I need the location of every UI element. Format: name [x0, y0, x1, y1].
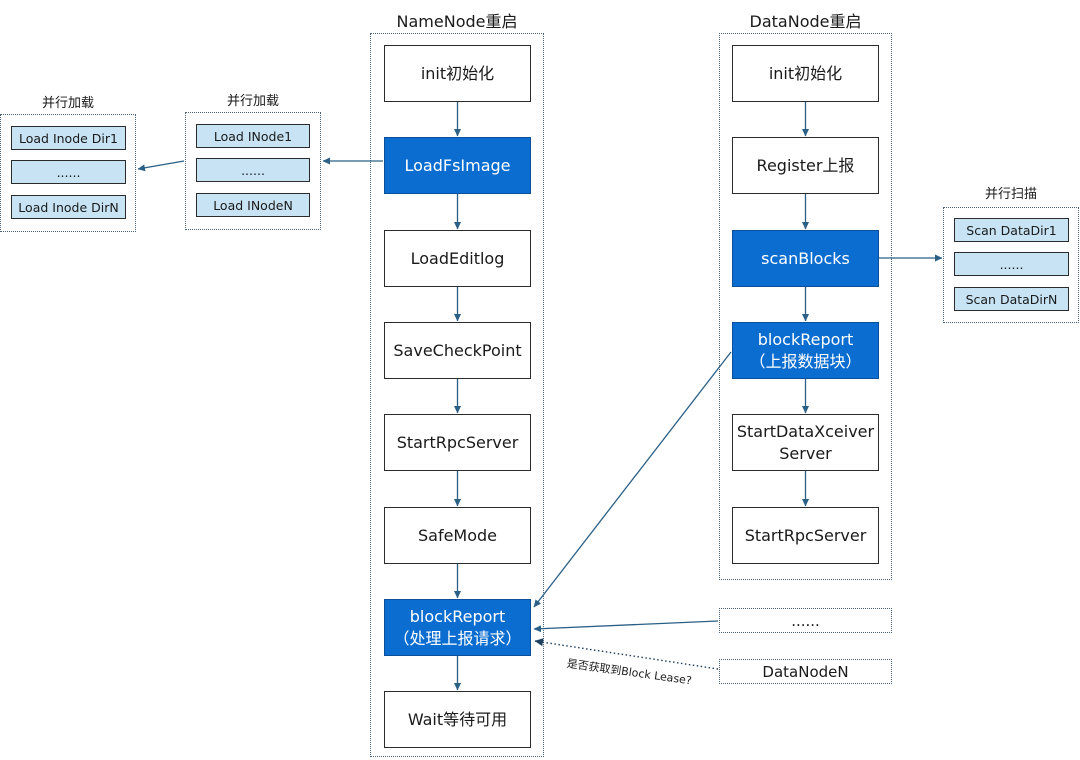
other-datanodes-box: ......: [719, 608, 892, 633]
dir-item-ellipsis: ......: [11, 160, 126, 184]
block-lease-label: 是否获取到Block Lease?: [565, 656, 693, 688]
dn-startxceiver-box: StartDataXceiver Server: [732, 414, 879, 471]
dir-item-n: Load Inode DirN: [11, 195, 126, 219]
dn-init-box: init初始化: [732, 45, 879, 102]
nn-blockreport-line2: （处理上报请求）: [393, 628, 522, 648]
datanode-container: [719, 33, 892, 580]
datanode-n-box: DataNodeN: [719, 659, 892, 684]
dir-group-container: [0, 114, 136, 232]
dn-startrpcserver-box: StartRpcServer: [732, 507, 879, 564]
nn-init-box: init初始化: [384, 45, 531, 102]
nn-loadfsimage-box: LoadFsImage: [384, 137, 531, 194]
dn-blockreport-to-nn-edge: [533, 351, 732, 608]
inode-group-container: [185, 112, 321, 230]
inode-group-title: 并行加载: [226, 94, 279, 109]
nn-wait-box: Wait等待可用: [384, 691, 531, 748]
dn-scanblocks-box: scanBlocks: [732, 230, 879, 287]
scan-item-n: Scan DataDirN: [954, 287, 1069, 311]
dn-blockreport-line1: blockReport: [757, 329, 854, 349]
nn-safemode-box: SafeMode: [384, 507, 531, 564]
inode-item-n: Load INodeN: [196, 193, 310, 217]
inode-item-ellipsis: ......: [196, 158, 310, 182]
namenode-title: NameNode重启: [396, 12, 518, 31]
scan-group-container: [943, 207, 1079, 323]
nn-blockreport-line1: blockReport: [409, 606, 506, 626]
dn-register-box: Register上报: [732, 137, 879, 194]
others-to-nn-edge: [533, 620, 719, 633]
inode-to-dir-edge: [137, 160, 185, 172]
dn-blockreport-box: blockReport （上报数据块）: [732, 322, 879, 379]
nn-startrpcserver-box: StartRpcServer: [384, 414, 531, 471]
scan-item-1: Scan DataDir1: [954, 218, 1069, 242]
dir-item-1: Load Inode Dir1: [11, 126, 126, 150]
nn-loadeditlog-box: LoadEditlog: [384, 230, 531, 287]
dir-group-title: 并行加载: [41, 96, 94, 111]
dn-blockreport-line2: （上报数据块）: [749, 351, 862, 371]
inode-item-1: Load INode1: [196, 124, 310, 148]
scan-group-title: 并行扫描: [984, 187, 1037, 202]
datanode-title: DataNode重启: [749, 12, 862, 31]
dn-startxceiver-line2: Server: [779, 443, 832, 463]
nn-savecheckpoint-box: SaveCheckPoint: [384, 322, 531, 379]
nn-blockreport-box: blockReport （处理上报请求）: [384, 599, 531, 656]
scan-item-ellipsis: ......: [954, 252, 1069, 276]
dn-startxceiver-line1: StartDataXceiver: [736, 421, 875, 441]
